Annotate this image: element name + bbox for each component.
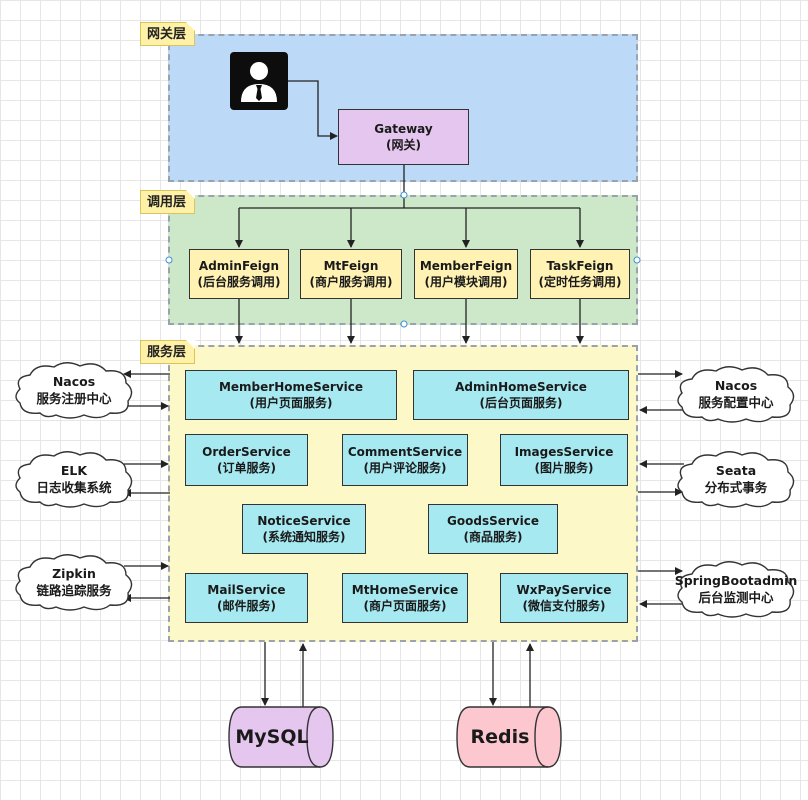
feign-name: MtFeign [323, 259, 379, 273]
service-desc: (后台页面服务) [479, 396, 563, 410]
service-name: ImagesService [514, 445, 614, 459]
service-box-order[interactable]: OrderService (订单服务) [185, 434, 308, 486]
feign-box-admin[interactable]: AdminFeign (后台服务调用) [189, 249, 289, 299]
cloud-desc: 日志收集系统 [36, 480, 112, 495]
db-name: Redis [470, 726, 530, 748]
gateway-layer-label: 网关层 [140, 22, 196, 46]
db-name: MySQL [235, 726, 309, 748]
service-layer-label: 服务层 [140, 340, 196, 364]
service-box-member-home[interactable]: MemberHomeService (用户页面服务) [185, 370, 397, 420]
service-name: CommentService [347, 445, 463, 459]
cloud-elk[interactable]: ELK 日志收集系统 [10, 448, 138, 510]
cloud-name: SpringBootadmin [674, 573, 798, 588]
cloud-nacos-config[interactable]: Nacos 服务配置中心 [672, 363, 800, 425]
cloud-name: Nacos [714, 378, 758, 393]
cloud-nacos-registry[interactable]: Nacos 服务注册中心 [10, 359, 138, 421]
service-desc: (微信支付服务) [522, 599, 606, 613]
cloud-seata[interactable]: Seata 分布式事务 [672, 448, 800, 510]
cloud-desc: 分布式事务 [704, 480, 768, 495]
feign-box-task[interactable]: TaskFeign (定时任务调用) [530, 249, 630, 299]
feign-box-mt[interactable]: MtFeign (商户服务调用) [300, 249, 402, 299]
database-mysql[interactable]: MySQL [228, 706, 334, 768]
service-desc: (用户页面服务) [249, 396, 333, 410]
service-desc: (商户页面服务) [363, 599, 447, 613]
service-name: MemberHomeService [218, 380, 364, 394]
service-desc: (用户评论服务) [363, 461, 447, 475]
cloud-springbootadmin[interactable]: SpringBootadmin 后台监测中心 [672, 558, 800, 620]
service-box-comment[interactable]: CommentService (用户评论服务) [342, 434, 468, 486]
invoke-layer-label: 调用层 [140, 190, 196, 214]
feign-name: MemberFeign [419, 259, 513, 273]
service-desc: (邮件服务) [217, 599, 276, 613]
service-box-goods[interactable]: GoodsService (商品服务) [428, 504, 558, 554]
feign-name: TaskFeign [546, 259, 614, 273]
service-box-mt-home[interactable]: MtHomeService (商户页面服务) [342, 573, 468, 623]
service-desc: (商品服务) [463, 530, 523, 544]
service-name: GoodsService [447, 514, 539, 528]
service-box-wxpay[interactable]: WxPayService (微信支付服务) [500, 573, 628, 623]
gateway-box[interactable]: Gateway (网关) [338, 109, 469, 165]
gateway-desc: (网关) [386, 138, 421, 152]
service-name: MtHomeService [351, 583, 459, 597]
service-desc: (系统通知服务) [262, 530, 346, 544]
service-name: MailService [207, 583, 286, 597]
cloud-name: ELK [60, 463, 88, 478]
database-redis[interactable]: Redis [456, 706, 562, 768]
cloud-desc: 后台监测中心 [698, 590, 774, 605]
gateway-name: Gateway [374, 122, 433, 136]
cloud-name: Seata [715, 463, 757, 478]
feign-desc: (定时任务调用) [538, 275, 622, 289]
feign-box-member[interactable]: MemberFeign (用户模块调用) [414, 249, 518, 299]
cloud-desc: 服务配置中心 [698, 395, 774, 410]
cloud-name: Nacos [52, 374, 96, 389]
cloud-desc: 链路追踪服务 [36, 583, 112, 598]
cloud-zipkin[interactable]: Zipkin 链路追踪服务 [10, 551, 138, 613]
service-name: NoticeService [257, 514, 351, 528]
service-name: AdminHomeService [455, 380, 587, 394]
service-desc: (图片服务) [534, 461, 594, 475]
service-box-images[interactable]: ImagesService (图片服务) [500, 434, 628, 486]
service-desc: (订单服务) [217, 461, 276, 475]
user-avatar-icon [230, 52, 288, 110]
service-box-notice[interactable]: NoticeService (系统通知服务) [242, 504, 366, 554]
service-name: OrderService [202, 445, 291, 459]
feign-desc: (后台服务调用) [197, 275, 281, 289]
feign-desc: (用户模块调用) [424, 275, 508, 289]
service-box-mail[interactable]: MailService (邮件服务) [185, 573, 308, 623]
feign-desc: (商户服务调用) [309, 275, 393, 289]
cloud-name: Zipkin [52, 566, 96, 581]
service-box-admin-home[interactable]: AdminHomeService (后台页面服务) [413, 370, 629, 420]
cloud-desc: 服务注册中心 [36, 391, 112, 406]
service-name: WxPayService [516, 583, 612, 597]
feign-name: AdminFeign [198, 259, 280, 273]
